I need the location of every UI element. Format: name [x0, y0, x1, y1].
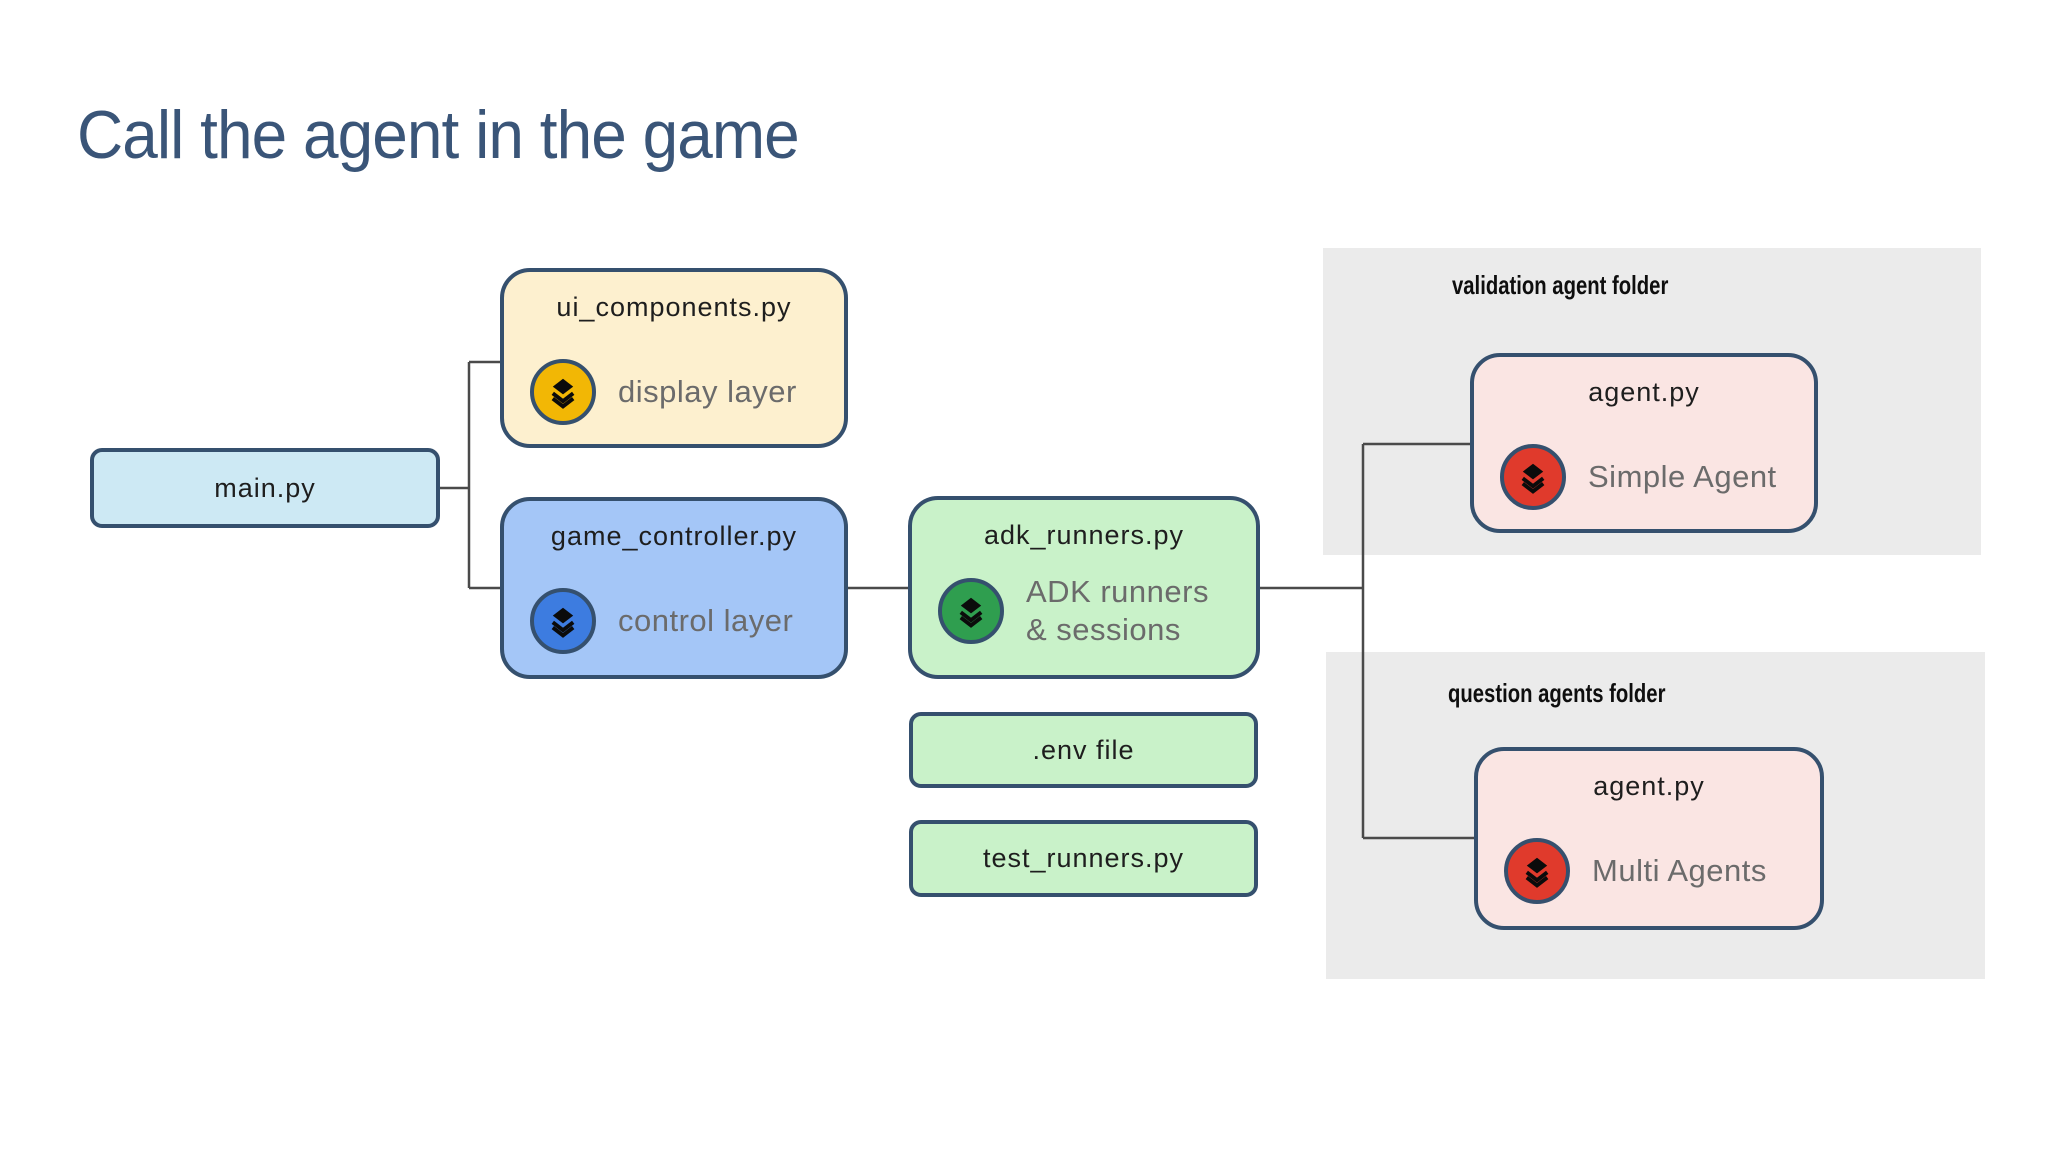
node-test-runners-label: test_runners.py [982, 843, 1185, 873]
node-ui-components-title: ui_components.py [556, 292, 792, 322]
layers-icon [938, 577, 1004, 644]
node-ui-components: ui_components.py display layer [500, 268, 848, 448]
slide-title: Call the agent in the game [77, 97, 800, 173]
node-question-agent-subtitle: Multi Agents [1592, 853, 1767, 889]
layers-icon [1504, 838, 1570, 904]
connector-main-to-layers [440, 360, 500, 590]
layers-icon [1500, 444, 1566, 510]
node-env-file-label: .env file [1032, 734, 1135, 765]
node-main-py-label: main.py [214, 472, 316, 503]
node-ui-components-subtitle: display layer [618, 374, 797, 410]
question-folder-label: question agents folder [1448, 678, 1666, 708]
node-question-agent-title: agent.py [1593, 771, 1705, 801]
node-adk-runners-title: adk_runners.py [983, 520, 1185, 550]
node-main-py: main.py [90, 448, 440, 528]
node-validation-agent-title: agent.py [1588, 377, 1700, 407]
node-test-runners: test_runners.py [909, 820, 1258, 897]
node-game-controller: game_controller.py control layer [500, 497, 848, 679]
node-adk-runners: adk_runners.py ADK runners & sessions [908, 496, 1260, 679]
node-validation-agent-subtitle: Simple Agent [1588, 459, 1777, 495]
validation-folder-label: validation agent folder [1452, 270, 1669, 300]
node-game-controller-title: game_controller.py [550, 521, 798, 551]
node-game-controller-subtitle: control layer [618, 603, 794, 639]
node-env-file: .env file [909, 712, 1258, 788]
node-validation-agent: agent.py Simple Agent [1470, 353, 1818, 533]
layers-icon [530, 359, 596, 425]
node-adk-runners-subtitle: ADK runners & sessions [1026, 574, 1209, 647]
node-question-agent: agent.py Multi Agents [1474, 747, 1824, 930]
layers-icon [530, 588, 596, 654]
